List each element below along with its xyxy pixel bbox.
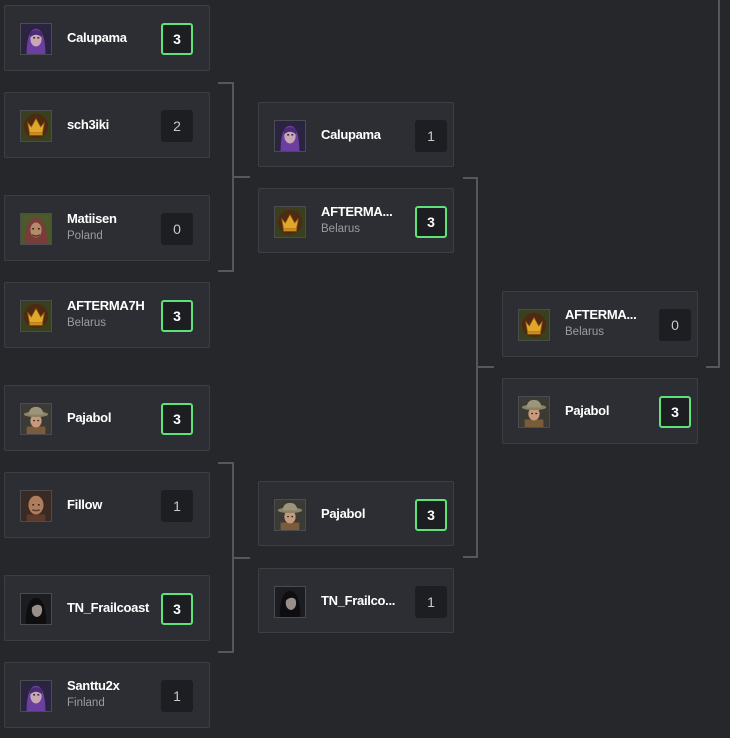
match-player-card[interactable]: AFTERMA7H Belarus 3 [4,282,210,348]
gold-crown-emblem [20,110,52,142]
player-name[interactable]: AFTERMA... [321,203,393,219]
match-player-card[interactable]: sch3iki 2 [4,92,210,158]
player-country: Finland [67,697,105,709]
hat-wearing-man-avatar [518,396,550,428]
bracket-connector [218,462,233,464]
player-name[interactable]: Pajabol [67,410,112,425]
bracket-connector [706,366,720,368]
player-name[interactable]: TN_Frailcoast [67,600,150,615]
player-name[interactable]: Calupama [67,30,127,45]
score-badge: 1 [161,490,193,522]
match-player-card[interactable]: Pajabol 3 [4,385,210,451]
winner-score-badge: 3 [161,300,193,332]
score-badge: 1 [415,119,447,152]
score-badge: 1 [415,585,447,618]
player-name[interactable]: Fillow [67,497,103,512]
score-badge: 2 [161,110,193,142]
score-badge: 0 [161,213,193,245]
hooded-man-avatar [20,213,52,245]
bald-man-avatar [20,490,52,522]
winner-score-badge: 3 [161,403,193,435]
player-name[interactable]: AFTERMA... [565,307,637,322]
match-player-card[interactable]: TN_Frailcoast 3 [4,575,210,641]
match-player-card[interactable]: AFTERMA... Belarus 0 [502,291,698,357]
player-country: Poland [67,230,103,242]
winner-score-badge: 3 [161,23,193,55]
bracket-connector [218,270,233,272]
player-name[interactable]: Pajabol [565,403,610,418]
bracket-connector [463,556,478,558]
player-name[interactable]: Pajabol [321,505,366,521]
match-player-card[interactable]: TN_Frailco... 1 [258,568,454,633]
bracket-connector [218,82,233,84]
bracket-connector [233,176,250,178]
player-name[interactable]: Santtu2x [67,678,120,693]
match-player-card[interactable]: AFTERMA... Belarus 3 [258,188,454,253]
player-country: Belarus [67,317,106,329]
match-player-card[interactable]: Calupama 3 [4,5,210,71]
hat-wearing-man-avatar [274,498,306,531]
player-name[interactable]: Matiisen [67,211,117,226]
winner-score-badge: 3 [659,396,691,428]
match-player-card[interactable]: Pajabol 3 [258,481,454,546]
bracket-connector [718,0,720,367]
player-name[interactable]: Calupama [321,126,381,142]
score-badge: 1 [161,680,193,712]
match-player-card[interactable]: Fillow 1 [4,472,210,538]
dark-haired-woman-avatar [274,585,306,618]
gold-crown-emblem [518,309,550,341]
match-player-card[interactable]: Calupama 1 [258,102,454,167]
gold-crown-emblem [274,205,306,238]
player-country: Belarus [321,222,360,235]
bracket-connector [233,557,250,559]
match-player-card[interactable]: Pajabol 3 [502,378,698,444]
dark-haired-woman-avatar [20,593,52,625]
winner-score-badge: 3 [415,498,447,531]
winner-score-badge: 3 [161,593,193,625]
player-name[interactable]: AFTERMA7H [67,298,145,313]
player-country: Belarus [565,326,604,338]
score-badge: 0 [659,309,691,341]
purple-haired-woman-avatar [20,680,52,712]
winner-score-badge: 3 [415,205,447,238]
hat-wearing-man-avatar [20,403,52,435]
bracket-connector [477,366,494,368]
purple-haired-woman-avatar [20,23,52,55]
bracket-connector [463,177,478,179]
purple-haired-woman-avatar [274,119,306,152]
bracket-connector [218,651,233,653]
player-name[interactable]: TN_Frailco... [321,592,396,608]
gold-crown-emblem [20,300,52,332]
player-name[interactable]: sch3iki [67,117,109,132]
